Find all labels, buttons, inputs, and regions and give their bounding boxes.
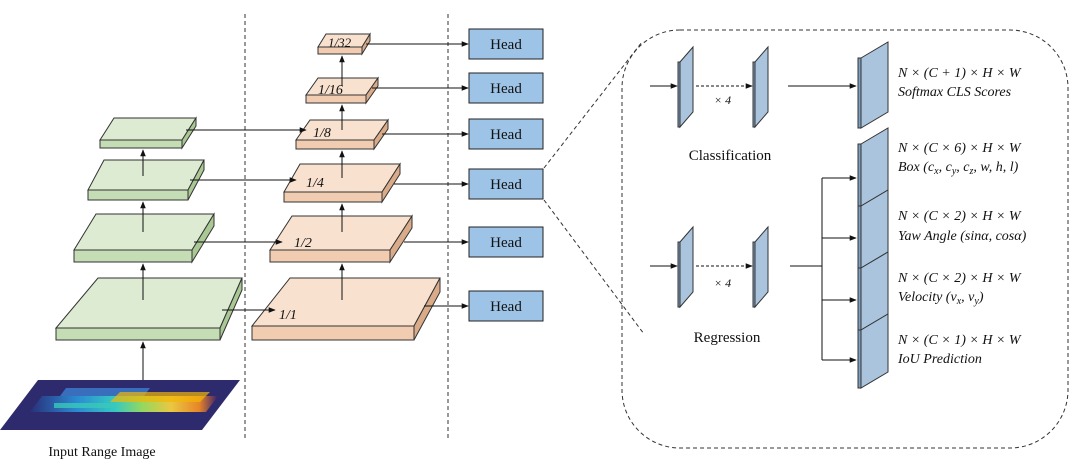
reg-output-conv-velocity bbox=[857, 251, 889, 331]
backbone-layer-4 bbox=[99, 116, 197, 150]
head-box-1-1: Head bbox=[468, 290, 544, 322]
fpn-layer-1-2 bbox=[269, 214, 413, 264]
head-box-1-2: Head bbox=[468, 226, 544, 258]
fpn-layer-1-1 bbox=[250, 277, 441, 341]
fpn-layer-1-4 bbox=[283, 162, 401, 204]
cls-output-desc: Softmax CLS Scores bbox=[898, 85, 1012, 100]
reg-output-conv-iou bbox=[857, 313, 889, 389]
reg-box-desc: Box (cx, cy, cz, w, h, l) bbox=[898, 160, 1019, 177]
scale-label-1-16: 1/16 bbox=[318, 83, 343, 98]
reg-velocity-shape: N × (C × 2) × H × W bbox=[897, 271, 1022, 286]
reg-conv-2 bbox=[752, 225, 769, 309]
reg-iou-shape: N × (C × 1) × H × W bbox=[897, 333, 1022, 348]
head-label: Head bbox=[490, 37, 522, 53]
classification-title: Classification bbox=[689, 148, 772, 164]
regression-title: Regression bbox=[694, 330, 761, 346]
reg-repeat-label: × 4 bbox=[714, 276, 731, 290]
input-range-image-label: Input Range Image bbox=[48, 445, 155, 460]
scale-label-1-32: 1/32 bbox=[328, 35, 352, 50]
reg-conv-1 bbox=[677, 225, 694, 309]
backbone-layer-1 bbox=[54, 277, 243, 341]
fpn-layer-1-32 bbox=[317, 32, 371, 56]
head-label: Head bbox=[490, 235, 522, 251]
reg-box-shape: N × (C × 6) × H × W bbox=[897, 141, 1022, 156]
head-label: Head bbox=[490, 299, 522, 315]
reg-yaw-desc: Yaw Angle (sinα, cosα) bbox=[898, 229, 1027, 244]
cls-output-conv bbox=[857, 41, 889, 129]
scale-label-1-8: 1/8 bbox=[313, 126, 331, 141]
head-box-1-8: Head bbox=[468, 118, 544, 150]
zoom-line-top bbox=[543, 41, 643, 169]
reg-velocity-desc: Velocity (vx, vy) bbox=[898, 290, 984, 307]
reg-output-conv-yaw bbox=[857, 189, 889, 269]
cls-repeat-label: × 4 bbox=[714, 93, 731, 107]
head-box-1-16: Head bbox=[468, 72, 544, 104]
head-box-1-32: Head bbox=[468, 28, 544, 60]
head-label: Head bbox=[490, 177, 522, 193]
cls-output-shape: N × (C + 1) × H × W bbox=[897, 66, 1022, 81]
cls-conv-2 bbox=[752, 45, 769, 129]
zoom-line-bottom bbox=[543, 199, 645, 335]
head-label: Head bbox=[490, 81, 522, 97]
backbone-layer-3 bbox=[87, 159, 205, 201]
backbone-layer-2 bbox=[73, 212, 215, 264]
scale-label-1-2: 1/2 bbox=[294, 236, 312, 251]
cls-conv-1 bbox=[677, 45, 694, 129]
scale-label-1-1: 1/1 bbox=[279, 308, 297, 323]
head-label: Head bbox=[490, 127, 522, 143]
head-box-1-4: Head bbox=[468, 168, 544, 200]
reg-iou-desc: IoU Prediction bbox=[897, 352, 982, 367]
fpn-layer-1-16 bbox=[305, 76, 379, 105]
fpn-layer-1-8 bbox=[295, 118, 389, 151]
scale-label-1-4: 1/4 bbox=[306, 176, 324, 191]
reg-yaw-shape: N × (C × 2) × H × W bbox=[897, 209, 1022, 224]
head-detail-panel bbox=[621, 29, 1069, 449]
input-range-image bbox=[0, 380, 240, 430]
